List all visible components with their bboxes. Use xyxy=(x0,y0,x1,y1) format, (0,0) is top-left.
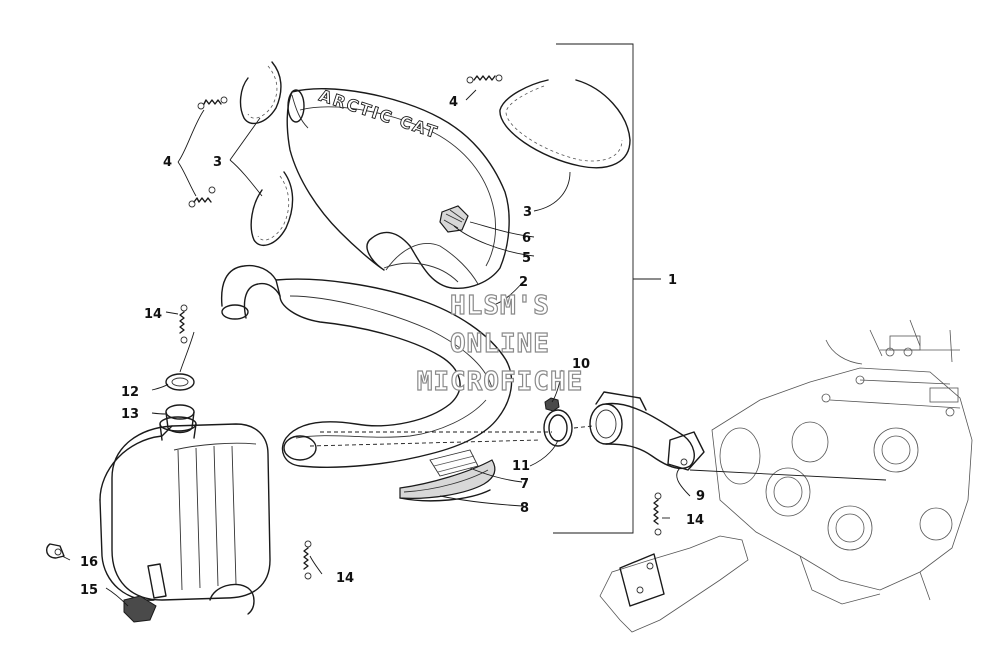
engine-block xyxy=(711,319,973,605)
spring-top xyxy=(466,74,503,84)
spring-muffler-right xyxy=(303,540,312,580)
retaining-band-large xyxy=(499,79,631,169)
callout-15: 15 xyxy=(80,583,98,598)
watermark-line-3: MICROFICHE xyxy=(417,367,584,397)
callout-5: 5 xyxy=(522,251,531,266)
callout-11: 11 xyxy=(512,459,530,474)
callout-2: 2 xyxy=(519,275,528,290)
callout-8: 8 xyxy=(520,501,529,516)
decal xyxy=(439,205,469,233)
mount-bracket xyxy=(123,595,157,623)
callout-1: 1 xyxy=(668,273,677,288)
assembly-bracket xyxy=(553,43,661,534)
muffler xyxy=(99,416,271,615)
retaining-band-upper-left xyxy=(239,61,282,125)
spring-lower-left xyxy=(188,186,216,208)
callout-4-left: 4 xyxy=(163,155,172,170)
callout-10: 10 xyxy=(572,357,590,372)
watermark: HLSM'S ONLINE MICROFICHE xyxy=(416,290,584,397)
callout-9: 9 xyxy=(696,489,705,504)
heat-shield: ARCTIC CAT xyxy=(286,85,510,289)
callout-12: 12 xyxy=(121,385,139,400)
spring-upper-left xyxy=(197,96,228,110)
spring-engine xyxy=(653,492,662,536)
callouts: 1 2 3 3 4 4 5 6 7 8 9 10 11 12 13 14 14 … xyxy=(80,95,705,598)
retaining-band-lower-left xyxy=(250,171,294,247)
callout-14-right: 14 xyxy=(686,513,704,528)
expansion-chamber xyxy=(220,264,513,502)
shield-logo-text: ARCTIC CAT xyxy=(317,86,441,143)
grommet xyxy=(165,404,195,434)
chassis-bracket xyxy=(599,535,749,633)
spring-muffler-left xyxy=(179,304,188,344)
callout-14-left: 14 xyxy=(144,307,162,322)
callout-13: 13 xyxy=(121,407,139,422)
callout-6: 6 xyxy=(522,231,531,246)
muffler-gasket xyxy=(165,373,195,391)
watermark-line-1: HLSM'S xyxy=(450,291,550,321)
callout-7: 7 xyxy=(520,477,529,492)
callout-4-top: 4 xyxy=(449,95,458,110)
exhaust-manifold xyxy=(589,391,705,471)
callout-3-right: 3 xyxy=(523,205,532,220)
watermark-line-2: ONLINE xyxy=(450,329,550,359)
clip xyxy=(45,543,65,559)
callout-16: 16 xyxy=(80,555,98,570)
callout-14-bottom: 14 xyxy=(336,571,354,586)
leader-lines xyxy=(61,89,887,607)
callout-3-left: 3 xyxy=(213,155,222,170)
nut xyxy=(544,397,560,412)
